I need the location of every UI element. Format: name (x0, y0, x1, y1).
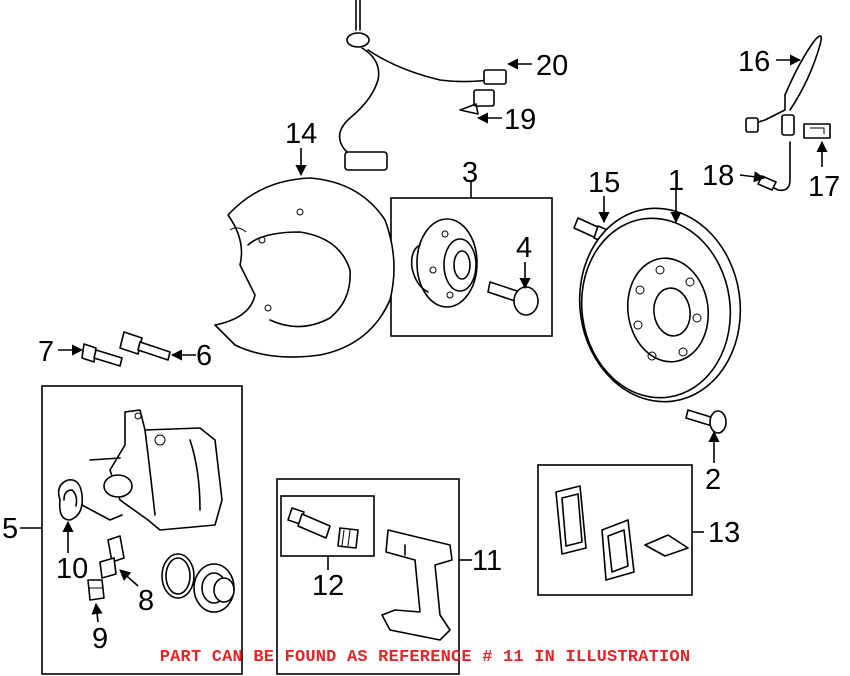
brake-hose (745, 35, 822, 136)
bleeder-cap (87, 579, 105, 601)
reference-notice: PART CAN BE FOUND AS REFERENCE # 11 IN I… (159, 648, 691, 667)
wheel-stud (685, 409, 727, 434)
brake-pad-outer (601, 519, 635, 581)
callout-8: 8 (138, 585, 154, 617)
bleeder-screw (99, 535, 125, 579)
callout-4: 4 (516, 232, 532, 264)
callout-19: 19 (504, 104, 536, 136)
callout-7: 7 (38, 336, 54, 368)
leader-18 (739, 171, 766, 183)
bolt-6 (119, 331, 171, 361)
callout-10: 10 (56, 553, 88, 585)
brake-dust-shield (214, 177, 395, 358)
caliper-carrier (381, 529, 453, 641)
callout-9: 9 (92, 623, 108, 655)
bolt-7 (81, 343, 123, 367)
callout-15: 15 (588, 167, 620, 199)
leader-9 (91, 602, 103, 623)
caliper-group-box (41, 385, 243, 675)
guide-pin-boot (337, 527, 359, 549)
callout-3: 3 (462, 157, 478, 189)
caliper-piston (193, 563, 235, 613)
callout-11: 11 (472, 545, 502, 577)
callout-5: 5 (2, 513, 18, 545)
callout-13: 13 (708, 517, 740, 549)
brake-line (757, 141, 791, 192)
callout-1: 1 (668, 165, 684, 197)
callout-16: 16 (738, 46, 770, 78)
brake-pad-group-box (537, 464, 693, 596)
brake-rotor (578, 207, 742, 403)
callout-6: 6 (196, 340, 212, 372)
callout-2: 2 (705, 464, 721, 496)
abs-sensor-wire (338, 0, 507, 171)
pad-clip (644, 534, 689, 557)
hose-clip (803, 123, 831, 139)
caliper-seal (161, 553, 195, 599)
callout-20: 20 (536, 50, 568, 82)
guide-pin-bolt (287, 507, 331, 539)
callout-12: 12 (312, 570, 344, 602)
brake-pad-inner (555, 485, 587, 555)
caliper-spring (57, 478, 123, 521)
callout-17: 17 (808, 171, 840, 203)
wheel-hub (410, 218, 478, 308)
callout-14: 14 (285, 118, 317, 150)
callout-18: 18 (702, 160, 734, 192)
hub-bolt (487, 281, 539, 316)
carrier-group-box (276, 478, 460, 675)
leader-8 (119, 569, 139, 587)
caliper-housing (89, 409, 223, 531)
